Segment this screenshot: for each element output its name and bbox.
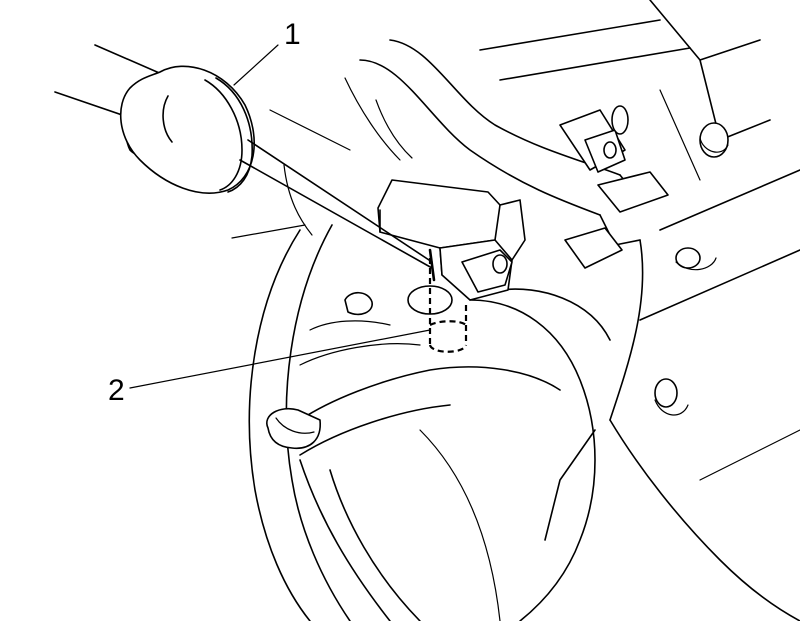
- connector-assembly: [377, 105, 669, 301]
- callout-leaders: [129, 44, 431, 389]
- tool-probe: [239, 139, 436, 282]
- tool-handle: [119, 65, 256, 194]
- callout-1-label: 1: [284, 18, 301, 51]
- engine-housing-outline: [231, 0, 800, 621]
- callout-2-label: 2: [108, 374, 125, 407]
